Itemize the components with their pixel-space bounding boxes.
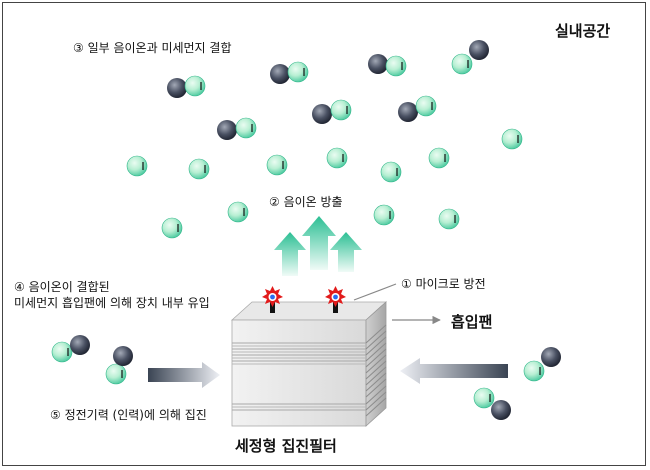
negative-ion	[501, 128, 523, 150]
ion-dust-pair	[105, 346, 133, 385]
negative-ion	[266, 154, 288, 176]
negative-ion	[380, 161, 402, 183]
inflow-arrow-left	[148, 362, 220, 388]
filter-top-face	[230, 301, 388, 321]
step4-label-line2: 미세먼지 흡입팬에 의해 장치 내부 유입	[14, 296, 210, 310]
emission-arrows	[274, 216, 362, 276]
ion-dust-pair	[312, 99, 352, 124]
ion-dust-pair	[451, 40, 489, 75]
step3-label: ③ 일부 음이온과 미세먼지 결합	[73, 41, 232, 55]
discharge-electrode-left	[262, 286, 283, 313]
step5-label: ⑤ 정전기력 (인력)에 의해 집진	[50, 408, 207, 422]
ion-dust-pair	[217, 117, 257, 140]
indoor-space-label: 실내공간	[555, 22, 611, 40]
ion-dust-pair	[167, 75, 206, 98]
step4-label-line1: ④ 음이온이 결합된	[14, 280, 110, 294]
negative-ion	[126, 155, 148, 177]
inflow-arrow-right	[400, 358, 508, 384]
ion-dust-pair	[523, 347, 561, 382]
filter-plates	[232, 324, 387, 417]
collection-filter	[230, 301, 388, 427]
ion-dust-pair	[270, 61, 309, 84]
ion-dust-pair	[473, 387, 511, 420]
negative-ions	[126, 128, 523, 239]
negative-ion	[428, 147, 450, 169]
step2-label: ② 음이온 방출	[269, 195, 343, 209]
step1-label: ① 마이크로 방전	[401, 277, 486, 291]
filter-label: 세정형 집진필터	[235, 437, 337, 455]
discharge-electrode-right	[325, 286, 346, 313]
negative-ion	[161, 217, 183, 239]
negative-ion	[188, 158, 210, 180]
emission-arrow-left	[274, 232, 306, 276]
suction-fan-label: 흡입팬	[451, 313, 493, 331]
ion-dust-pairs	[51, 40, 561, 420]
negative-ion	[227, 201, 249, 223]
discharge-pointer-line	[353, 283, 397, 301]
negative-ion	[373, 204, 395, 226]
negative-ion	[326, 147, 348, 169]
ion-dust-pair	[368, 54, 407, 77]
ion-dust-pair	[398, 95, 437, 122]
filter-front-face	[231, 319, 367, 427]
ion-dust-pair	[51, 335, 90, 363]
emission-arrow-right	[330, 232, 362, 272]
negative-ion	[438, 208, 460, 230]
emission-arrow-center	[302, 216, 336, 270]
